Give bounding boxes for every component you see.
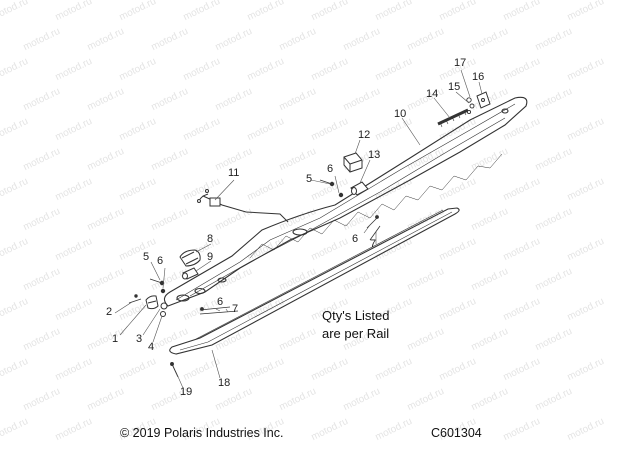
copyright-text: © 2019 Polaris Industries Inc. <box>120 426 284 440</box>
callout-13: 13 <box>368 149 381 161</box>
spring-14 <box>437 108 469 128</box>
callout-5: 5 <box>143 251 150 263</box>
spacer-9 <box>182 267 199 280</box>
block-12 <box>343 152 363 173</box>
callout-8: 8 <box>207 233 214 245</box>
quantity-note-line2: are per Rail <box>322 326 390 341</box>
leader-lines <box>114 69 483 389</box>
quantity-note-line1: Qty's Listed <box>322 308 390 323</box>
sleeve-13 <box>350 181 369 196</box>
bolt-2 <box>128 294 142 304</box>
bracket-16 <box>476 91 491 109</box>
callout-3: 3 <box>136 333 143 345</box>
callout-6: 6 <box>157 255 164 267</box>
callout-7-mid: 7 <box>232 303 239 315</box>
callout-4: 4 <box>148 341 155 353</box>
callout-11: 11 <box>228 167 240 179</box>
slide-rail <box>169 207 460 355</box>
pins-mid <box>199 306 239 315</box>
wheel-8 <box>179 249 201 267</box>
harness-11 <box>197 189 289 223</box>
callout-19: 19 <box>180 386 193 398</box>
pins-right <box>366 215 381 241</box>
callout-6-right: 6 <box>352 233 359 245</box>
callout-12: 12 <box>358 129 371 141</box>
screw-19 <box>170 362 179 378</box>
hardware-15-17 <box>466 97 475 115</box>
fasteners-left <box>149 278 166 294</box>
callout-9: 9 <box>207 251 214 263</box>
callout-6-mid: 6 <box>217 296 224 308</box>
main-rail <box>163 96 528 307</box>
callout-1: 1 <box>112 333 119 345</box>
figure-code: C601304 <box>431 426 482 440</box>
callout-18: 18 <box>218 377 231 389</box>
callout-15: 15 <box>448 81 461 93</box>
callout-10: 10 <box>394 108 407 120</box>
callout-5-upper: 5 <box>306 173 313 185</box>
callout-16: 16 <box>472 71 485 83</box>
callout-17: 17 <box>454 57 467 69</box>
callout-2: 2 <box>106 306 113 318</box>
front-wheel-1 <box>145 295 168 317</box>
callout-6-upper: 6 <box>327 163 334 175</box>
callout-14: 14 <box>426 88 439 100</box>
quantity-note: Qty's Listed are per Rail <box>322 307 412 343</box>
callout-7-right: 7 <box>370 238 377 250</box>
bolt-upper <box>319 179 344 198</box>
